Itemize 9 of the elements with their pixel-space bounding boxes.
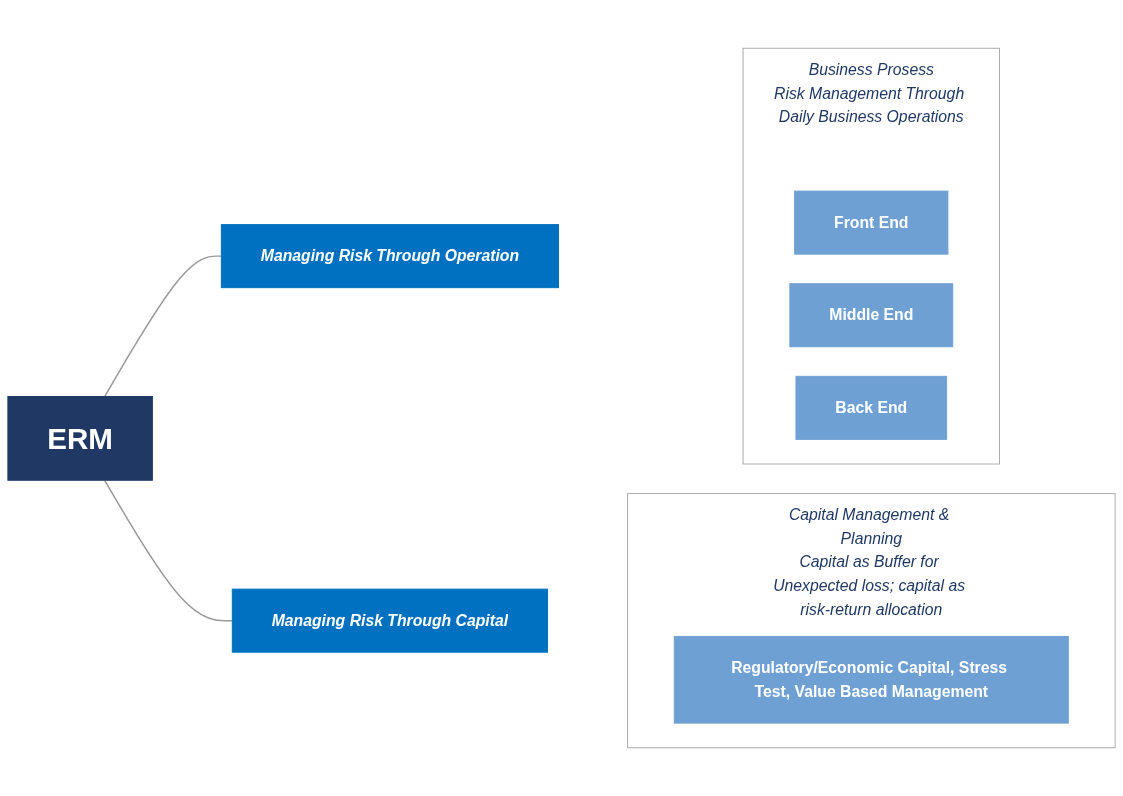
node-box: Managing Risk Through Operation xyxy=(220,224,559,289)
node-box: Middle End xyxy=(789,283,954,348)
node-box: Regulatory/Economic Capital, Stress Test, Value Based Management xyxy=(673,635,1069,724)
node-box: Front End xyxy=(794,190,949,255)
node-box: ERM xyxy=(7,396,153,481)
connector xyxy=(103,479,233,622)
node-box: Back End xyxy=(795,375,948,440)
connector xyxy=(103,255,223,398)
node-box: Managing Risk Through Capital xyxy=(231,588,549,653)
